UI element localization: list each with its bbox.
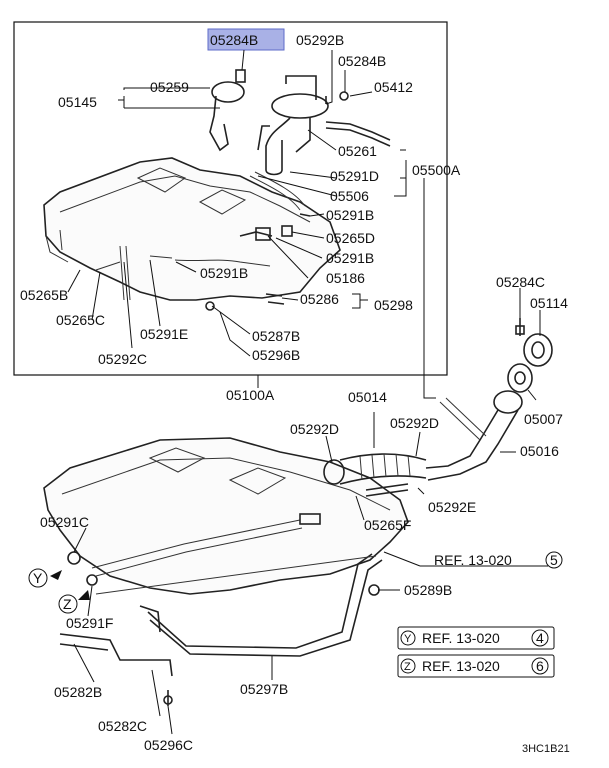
ref-z-text[interactable]: REF. 13-020 [422,658,500,674]
label-05284B[interactable]: 05284B [338,53,386,69]
label-05297B[interactable]: 05297B [240,681,288,697]
label-05289B[interactable]: 05289B [404,582,452,598]
label-05292C[interactable]: 05292C [98,351,147,367]
ref-z-marker: Z [404,661,411,673]
label-05291D[interactable]: 05291D [330,168,379,184]
label-05016[interactable]: 05016 [520,443,559,459]
highlight-box [207,28,285,51]
label-05291B-a[interactable]: 05291B [326,207,374,223]
label-05261[interactable]: 05261 [338,143,377,159]
label-05265D[interactable]: 05265D [326,230,375,246]
filler-hose [323,453,427,497]
label-05291F[interactable]: 05291F [66,615,113,631]
marker-y-text: Y [33,570,43,586]
label-05007[interactable]: 05007 [524,411,563,427]
label-05014[interactable]: 05014 [348,389,387,405]
label-05114[interactable]: 05114 [530,295,568,311]
marker-y: Y [28,568,62,588]
label-05286[interactable]: 05286 [300,291,339,307]
label-05259[interactable]: 05259 [150,79,189,95]
ref-y-marker: Y [404,633,412,645]
leader-lines [67,49,548,735]
label-05291C[interactable]: 05291C [40,514,89,530]
label-05265B[interactable]: 05265B [20,287,68,303]
label-05291B-c[interactable]: 05291B [200,265,248,281]
ref-1[interactable]: REF. 13-020 5 [434,551,563,569]
label-05412[interactable]: 05412 [374,79,413,95]
label-05186[interactable]: 05186 [326,270,365,286]
marker-z-text: Z [63,596,72,612]
label-05292D-b[interactable]: 05292D [390,415,439,431]
label-05292D-a[interactable]: 05292D [290,421,339,437]
lower-fuel-tank [43,437,409,595]
ref-1-num: 5 [550,552,558,568]
label-05296B[interactable]: 05296B [252,347,300,363]
tank-straps [59,513,383,706]
filler-neck [425,390,523,481]
upper-hoses [95,91,391,311]
marker-z: Z [58,590,90,614]
fuel-pump-assembly [257,75,329,176]
label-05284B-highlight[interactable]: 05284B [210,32,258,48]
label-05291E[interactable]: 05291E [140,326,188,342]
filler-flange [507,318,553,393]
label-05282B[interactable]: 05282B [54,684,102,700]
label-05500A[interactable]: 05500A [412,162,461,178]
fuel-gauge-unit [209,69,246,152]
label-05282C[interactable]: 05282C [98,718,147,734]
diagram-code: 3HC1B21 [522,743,570,755]
ref-y-text[interactable]: REF. 13-020 [422,630,500,646]
label-05298[interactable]: 05298 [374,297,413,313]
label-05265C[interactable]: 05265C [56,312,105,328]
label-05287B[interactable]: 05287B [252,328,300,344]
ref-1-text[interactable]: REF. 13-020 [434,552,512,568]
label-05145[interactable]: 05145 [58,94,97,110]
ref-y[interactable]: Y REF. 13-020 4 [397,626,555,650]
ref-z[interactable]: Z REF. 13-020 6 [397,654,555,678]
label-05100A[interactable]: 05100A [226,387,275,403]
label-05291B-b[interactable]: 05291B [326,250,374,266]
upper-fuel-tank [43,157,341,301]
label-05292E[interactable]: 05292E [428,499,476,515]
label-05296C[interactable]: 05296C [144,737,193,753]
label-05284C[interactable]: 05284C [496,274,545,290]
label-05292B[interactable]: 05292B [296,32,344,48]
ref-y-num: 4 [536,630,544,646]
inset-frame [13,21,448,376]
label-05506[interactable]: 05506 [330,188,369,204]
label-05265F[interactable]: 05265F [364,517,411,533]
ref-z-num: 6 [536,658,544,674]
part-labels: 05284B 05292B 05284B 05259 05412 05145 0… [20,32,568,753]
